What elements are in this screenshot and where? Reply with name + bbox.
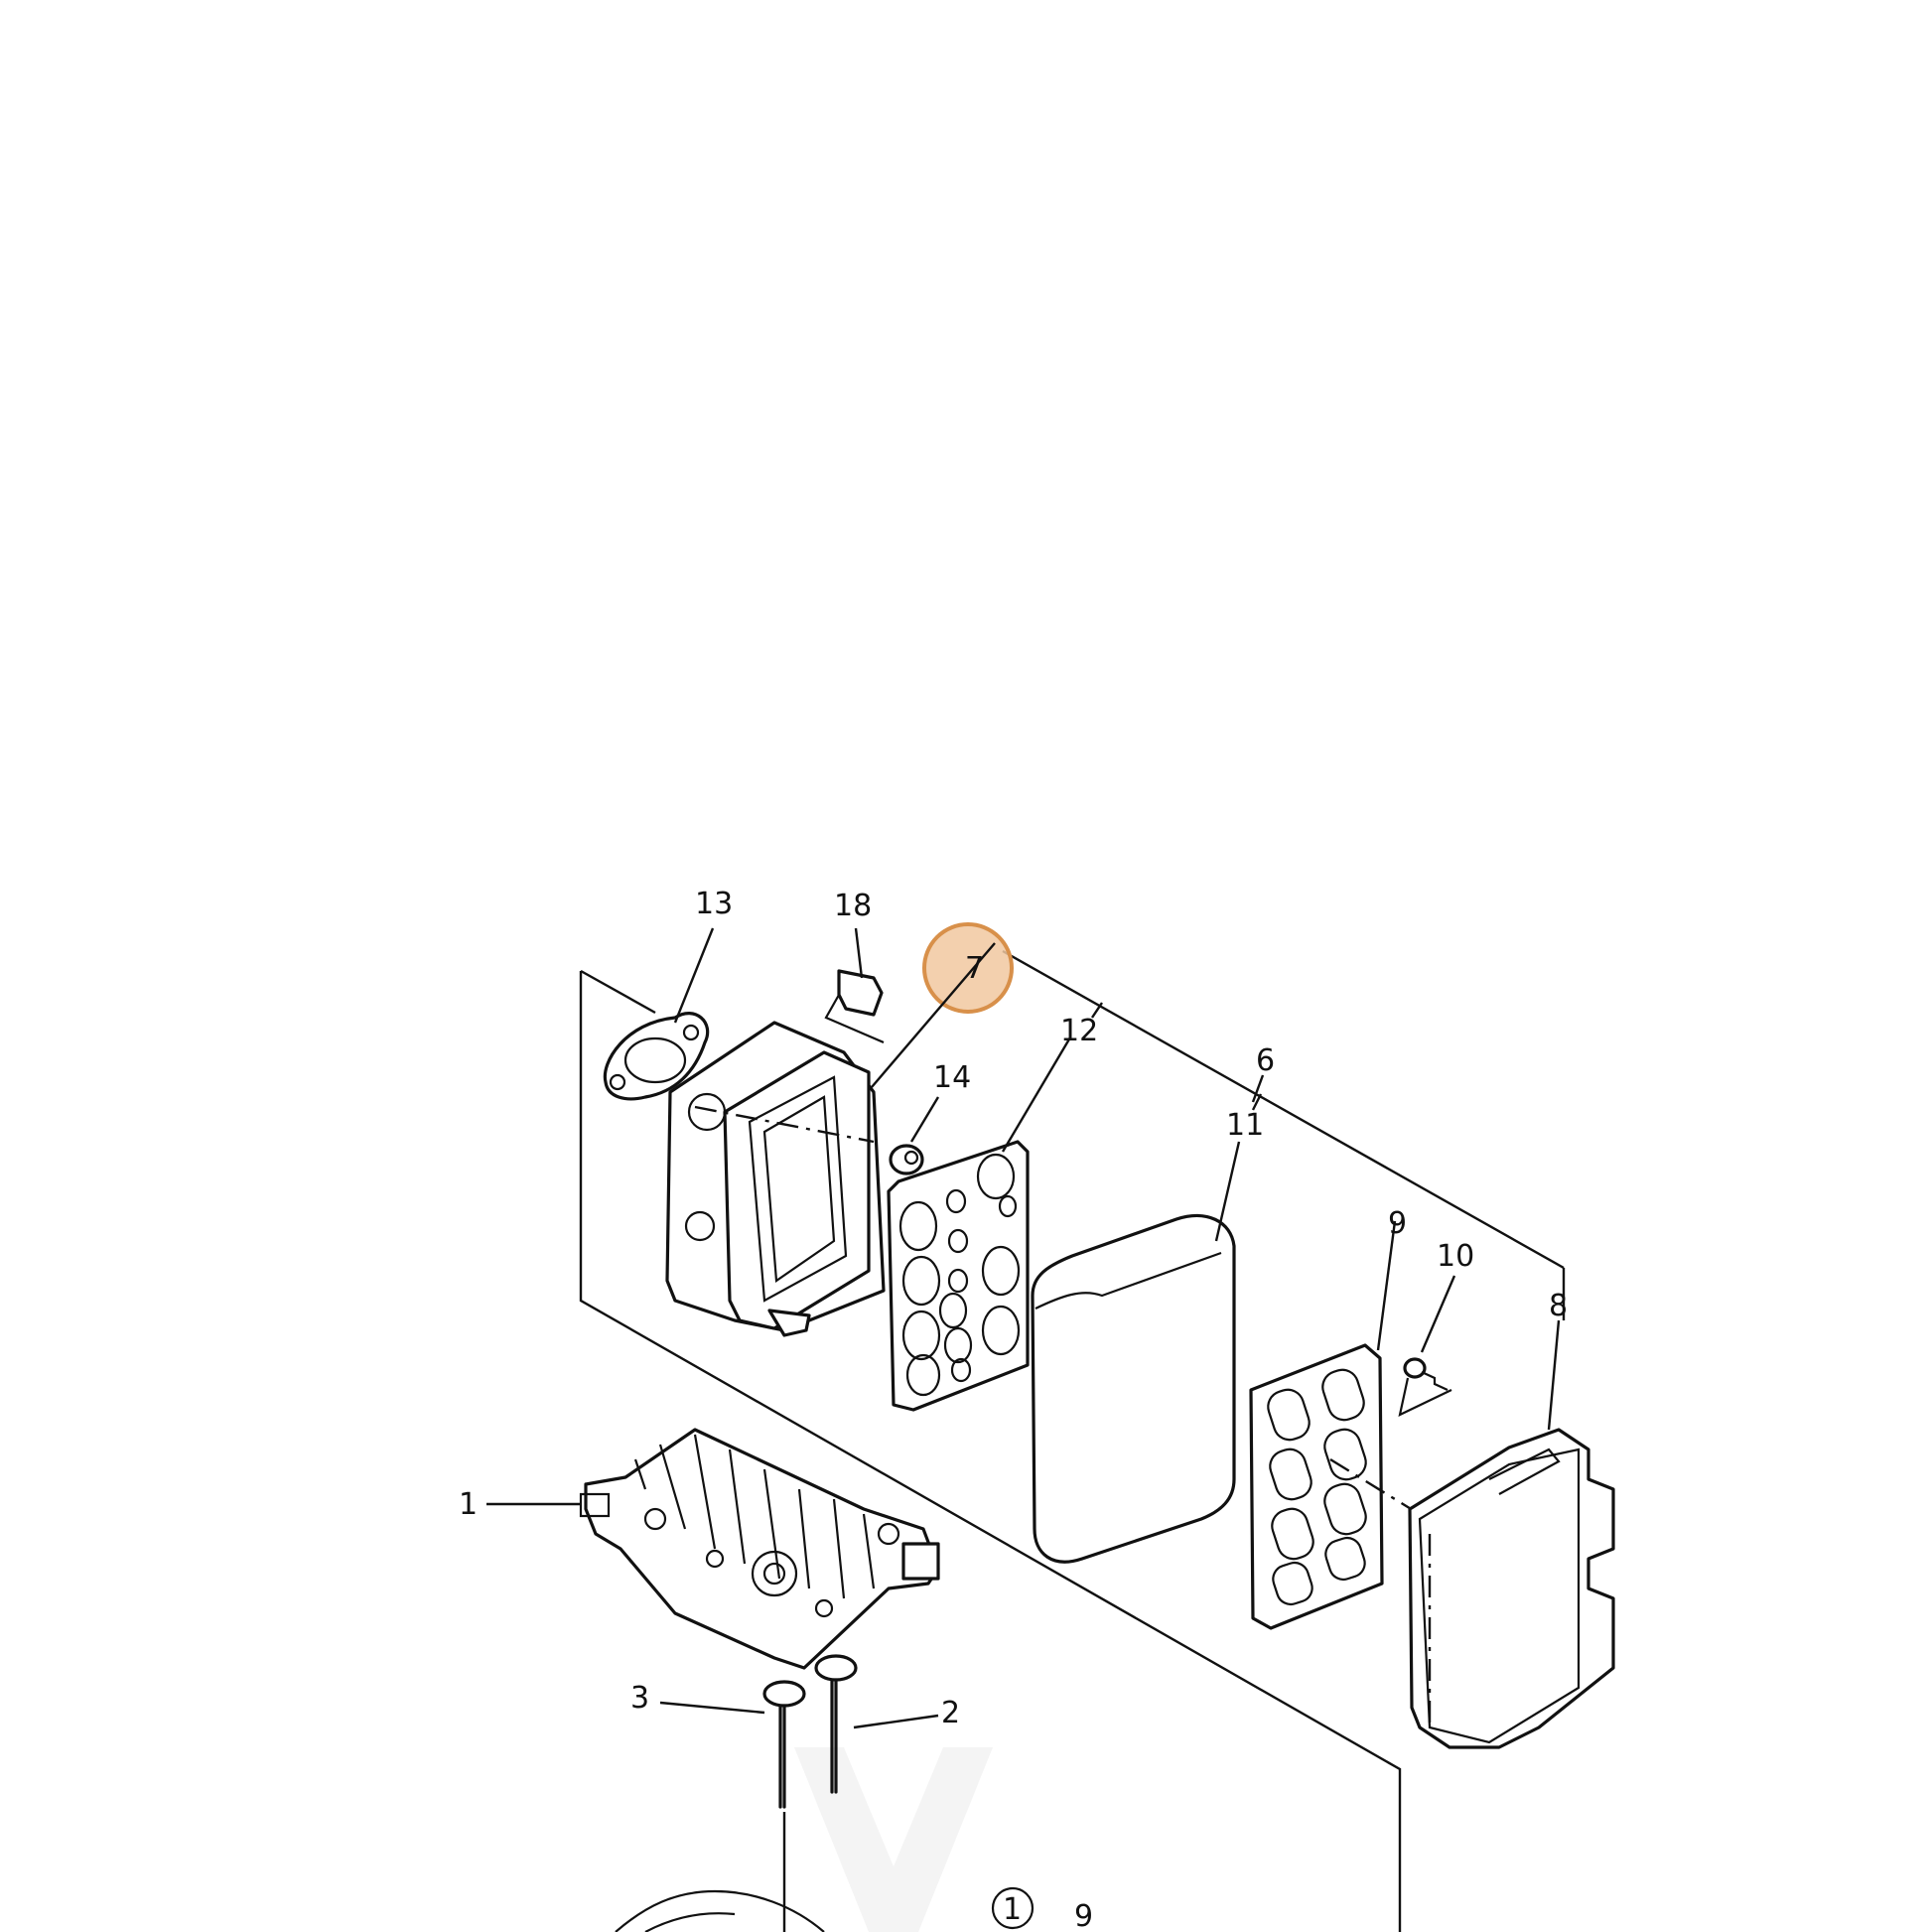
- callout-8: 8: [1549, 1289, 1568, 1323]
- cylinder-block-partial: [615, 1889, 825, 1932]
- assembly-bracket-lines: [579, 949, 1566, 1932]
- highlight-circle: [922, 922, 1014, 1014]
- watermark: [794, 1747, 993, 1932]
- part-10-screw: [1398, 1357, 1452, 1417]
- callout-12: 12: [1060, 1014, 1098, 1048]
- callout-3: 3: [630, 1681, 649, 1716]
- part-13-flange-gasket: [603, 1012, 710, 1101]
- callout-6: 6: [1256, 1043, 1275, 1078]
- callout-13: 13: [695, 887, 733, 921]
- part-3-valve: [762, 1680, 806, 1809]
- callout-18: 18: [834, 889, 872, 923]
- callout-9-bottom: 9: [1074, 1899, 1093, 1932]
- part-11-foam-element: [1031, 1213, 1236, 1564]
- callout-2: 2: [941, 1696, 960, 1730]
- part-18-clip: [824, 969, 885, 1044]
- part-2-valve: [814, 1654, 858, 1794]
- callout-10: 10: [1437, 1239, 1474, 1274]
- part-7-cleaner-base: [665, 1021, 886, 1337]
- callout-9: 9: [1388, 1206, 1407, 1241]
- callout-7: 7: [965, 951, 984, 986]
- callout-14: 14: [933, 1060, 971, 1095]
- part-14-grommet: [889, 1144, 924, 1175]
- part-8-cover: [1408, 1428, 1615, 1749]
- callout-11: 11: [1226, 1108, 1264, 1143]
- part-12-perforated-plate: [887, 1140, 1030, 1412]
- leader-lines: [486, 927, 1561, 1729]
- callout-circled-1: 1: [1003, 1892, 1022, 1927]
- callout-labels: 13 18 7 12 14 6 11 9 10 8 1 3 2 1 9: [459, 887, 1568, 1932]
- part-9-slotted-gasket: [1249, 1343, 1525, 1630]
- callout-1: 1: [459, 1487, 478, 1522]
- circled-callout-ring: [991, 1886, 1035, 1930]
- part-1-cylinder-head: [579, 1428, 940, 1670]
